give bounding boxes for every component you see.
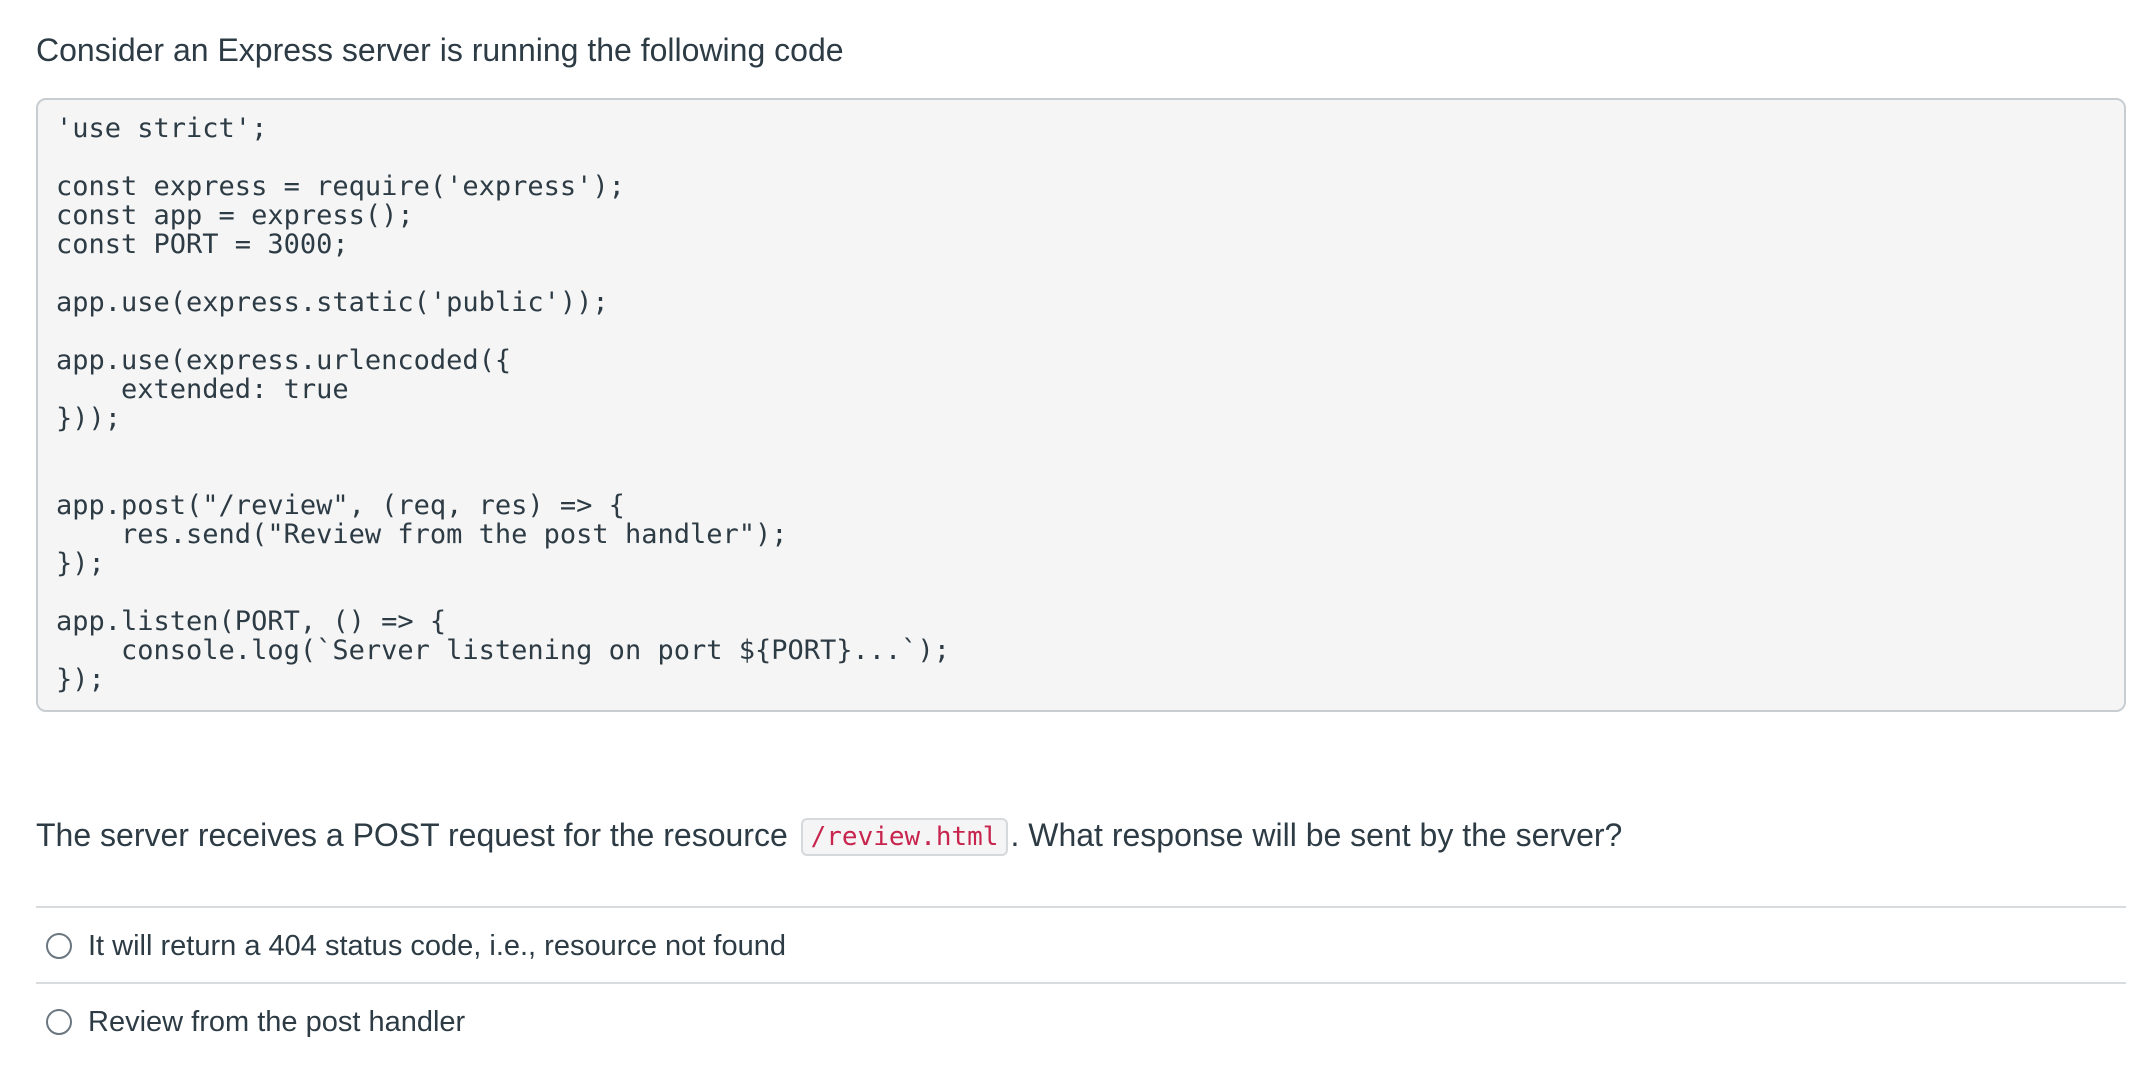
code-line	[56, 259, 2106, 288]
answer-option-1[interactable]: It will return a 404 status code, i.e., …	[46, 926, 786, 966]
code-line: const PORT = 3000;	[56, 229, 349, 260]
code-line: app.listen(PORT, () => {	[56, 606, 447, 637]
code-line: const app = express();	[56, 200, 414, 231]
answer-option-2[interactable]: Review from the post handler	[46, 1002, 465, 1042]
question-intro: Consider an Express server is running th…	[36, 32, 844, 68]
answer-divider	[36, 982, 2126, 984]
answer-divider	[36, 906, 2126, 908]
radio-button-1[interactable]	[46, 933, 72, 959]
code-line: app.post("/review", (req, res) => {	[56, 490, 625, 521]
code-line: extended: true	[56, 374, 349, 405]
question-prompt-end: . What response will be sent by the serv…	[1010, 817, 1623, 853]
answer-label-1: It will return a 404 status code, i.e., …	[88, 930, 786, 962]
code-line: const express = require('express');	[56, 171, 625, 202]
code-line: }));	[56, 403, 122, 434]
code-line: });	[56, 664, 105, 695]
inline-code-resource: /review.html	[800, 818, 1009, 856]
code-line	[56, 143, 2106, 172]
code-line	[56, 433, 2106, 462]
code-line	[56, 317, 2106, 346]
code-block: 'use strict'; const express = require('ex…	[36, 98, 2126, 712]
code-line: app.use(express.urlencoded({	[56, 345, 512, 376]
radio-button-2[interactable]	[46, 1009, 72, 1035]
code-line: app.use(express.static('public'));	[56, 287, 609, 318]
code-line: 'use strict';	[56, 113, 268, 144]
code-line: res.send("Review from the post handler")…	[56, 519, 788, 550]
answer-label-2: Review from the post handler	[88, 1006, 466, 1038]
code-line	[56, 578, 2106, 607]
code-line: console.log(`Server listening on port ${…	[56, 635, 951, 666]
code-line: });	[56, 548, 105, 579]
question-prompt: The server receives a POST request for t…	[36, 812, 1622, 858]
question-prompt-start: The server receives a POST request for t…	[36, 817, 797, 853]
code-line	[56, 462, 2106, 491]
